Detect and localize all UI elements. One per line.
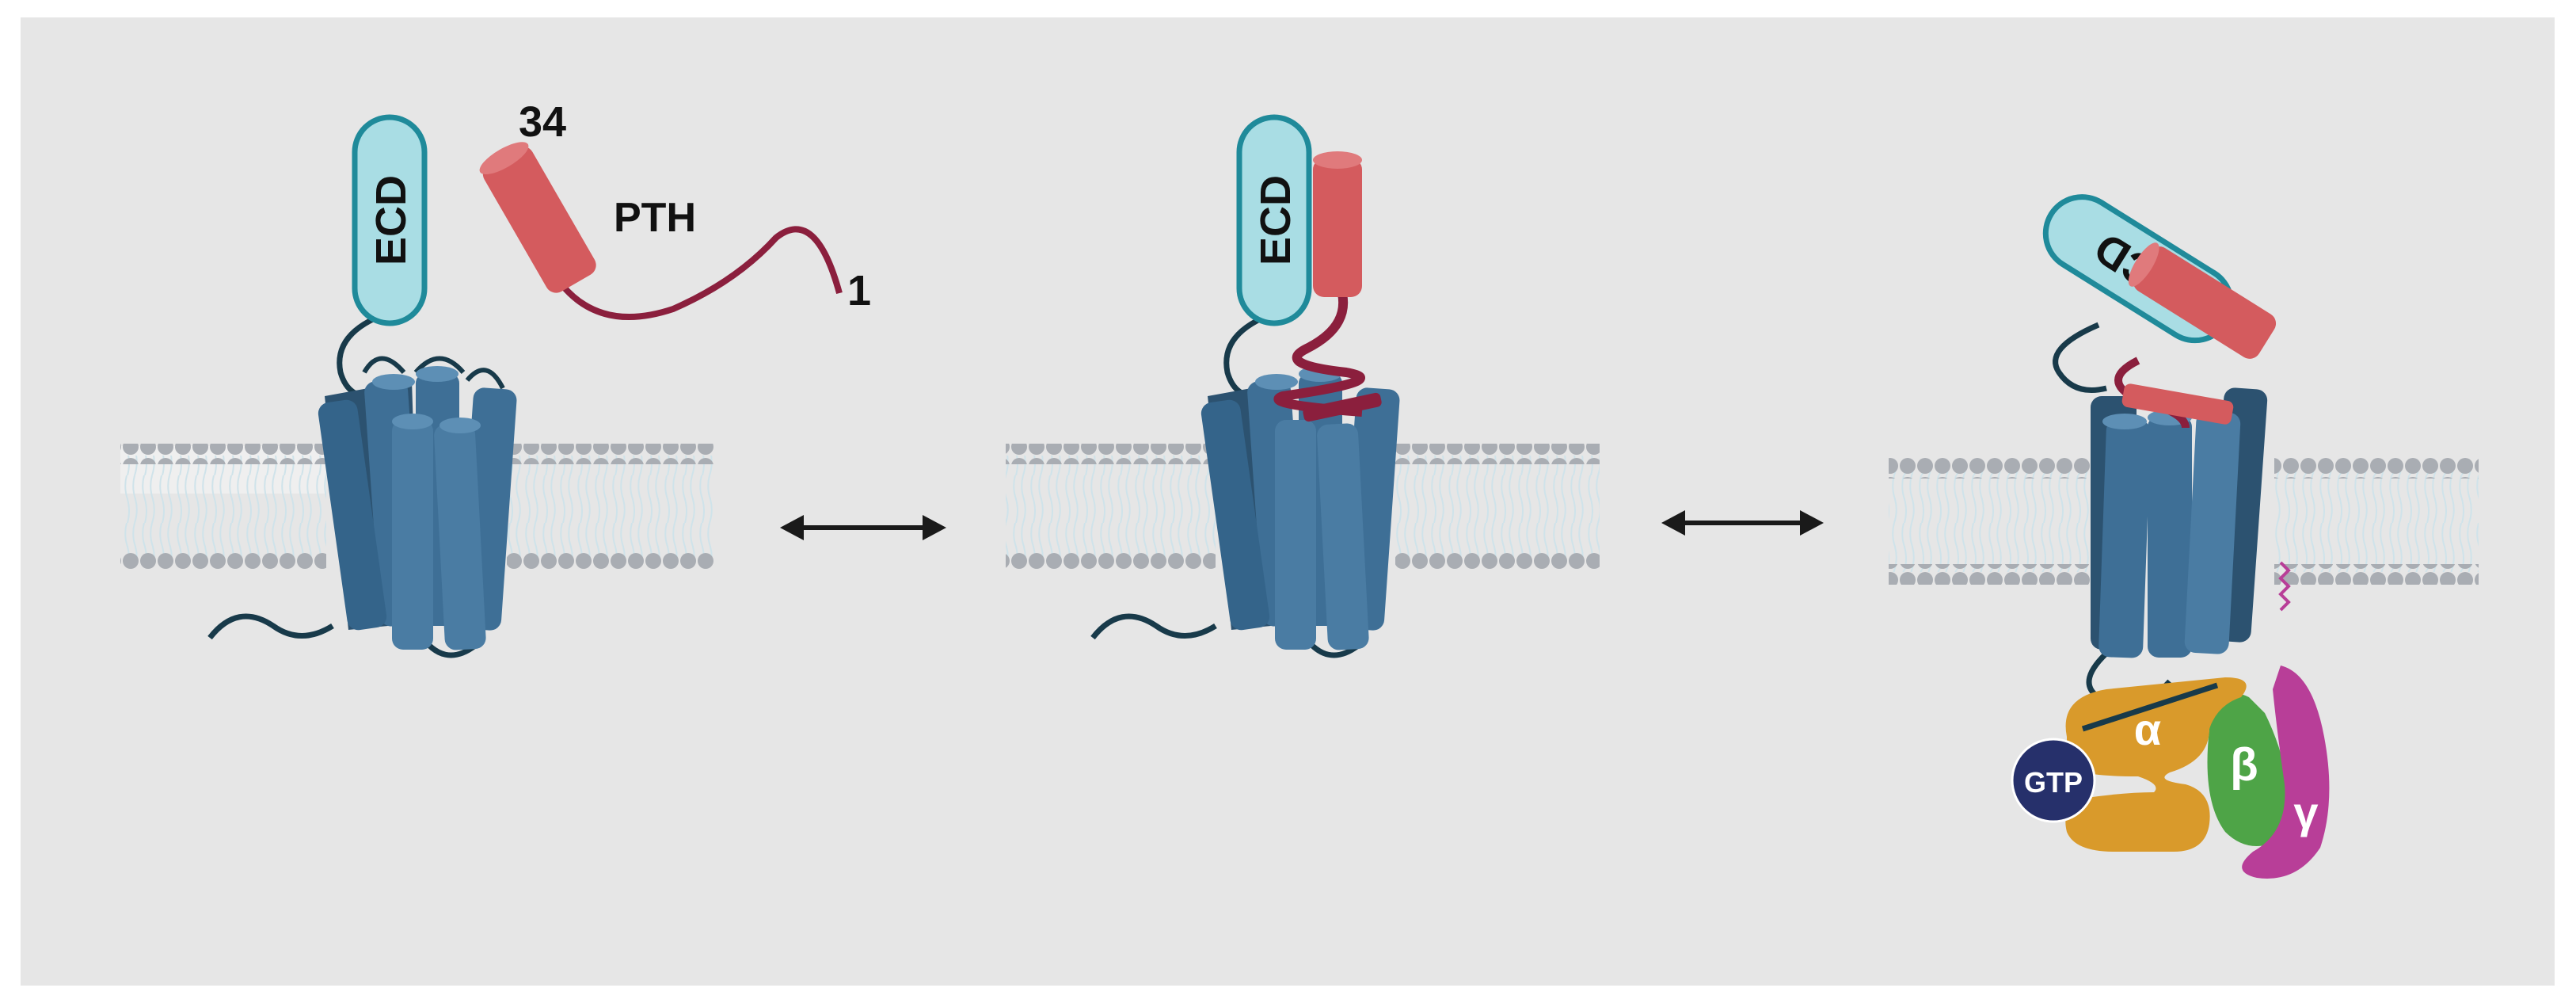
pth-residue-34-label: 34 [519,98,566,146]
equilibrium-arrow-1 [780,515,946,540]
g-beta-subunit [2207,693,2292,846]
pth-label: PTH [614,195,696,241]
tm-helix-bundle [1200,366,1400,650]
pth-residue-1-label: 1 [847,267,871,315]
ecd-label: ECD [1252,175,1299,265]
ecd-domain: ECD [1236,114,1312,326]
gtp-molecule: GTP [2011,738,2096,823]
pth-helix-bound [1313,151,1362,297]
ecd-label: ECD [367,175,415,265]
g-gamma-label: γ [2293,788,2318,837]
equilibrium-arrow-2 [1661,510,1824,536]
pth-ligand-free: 34 PTH 1 [479,98,871,320]
g-gamma-subunit [2242,665,2330,879]
receptor-state-1: ECD [207,114,517,658]
membrane-right [1889,458,2479,585]
membrane-left [120,444,714,570]
receptor-state-3: ECD α β γ GTP [2011,194,2330,879]
g-beta-label: β [2230,739,2258,791]
g-protein-heterotrimer: α β γ GTP [2011,665,2330,879]
g-alpha-label: α [2134,704,2161,754]
pth-helix-bound [2128,242,2277,359]
gtp-label: GTP [2024,766,2083,799]
membrane-middle [1006,444,1600,570]
tm-helix-bundle [318,366,517,650]
ecd-domain: ECD [352,114,428,326]
receptor-state-2: ECD [1090,114,1400,658]
tm-helix-bundle [2091,387,2268,658]
